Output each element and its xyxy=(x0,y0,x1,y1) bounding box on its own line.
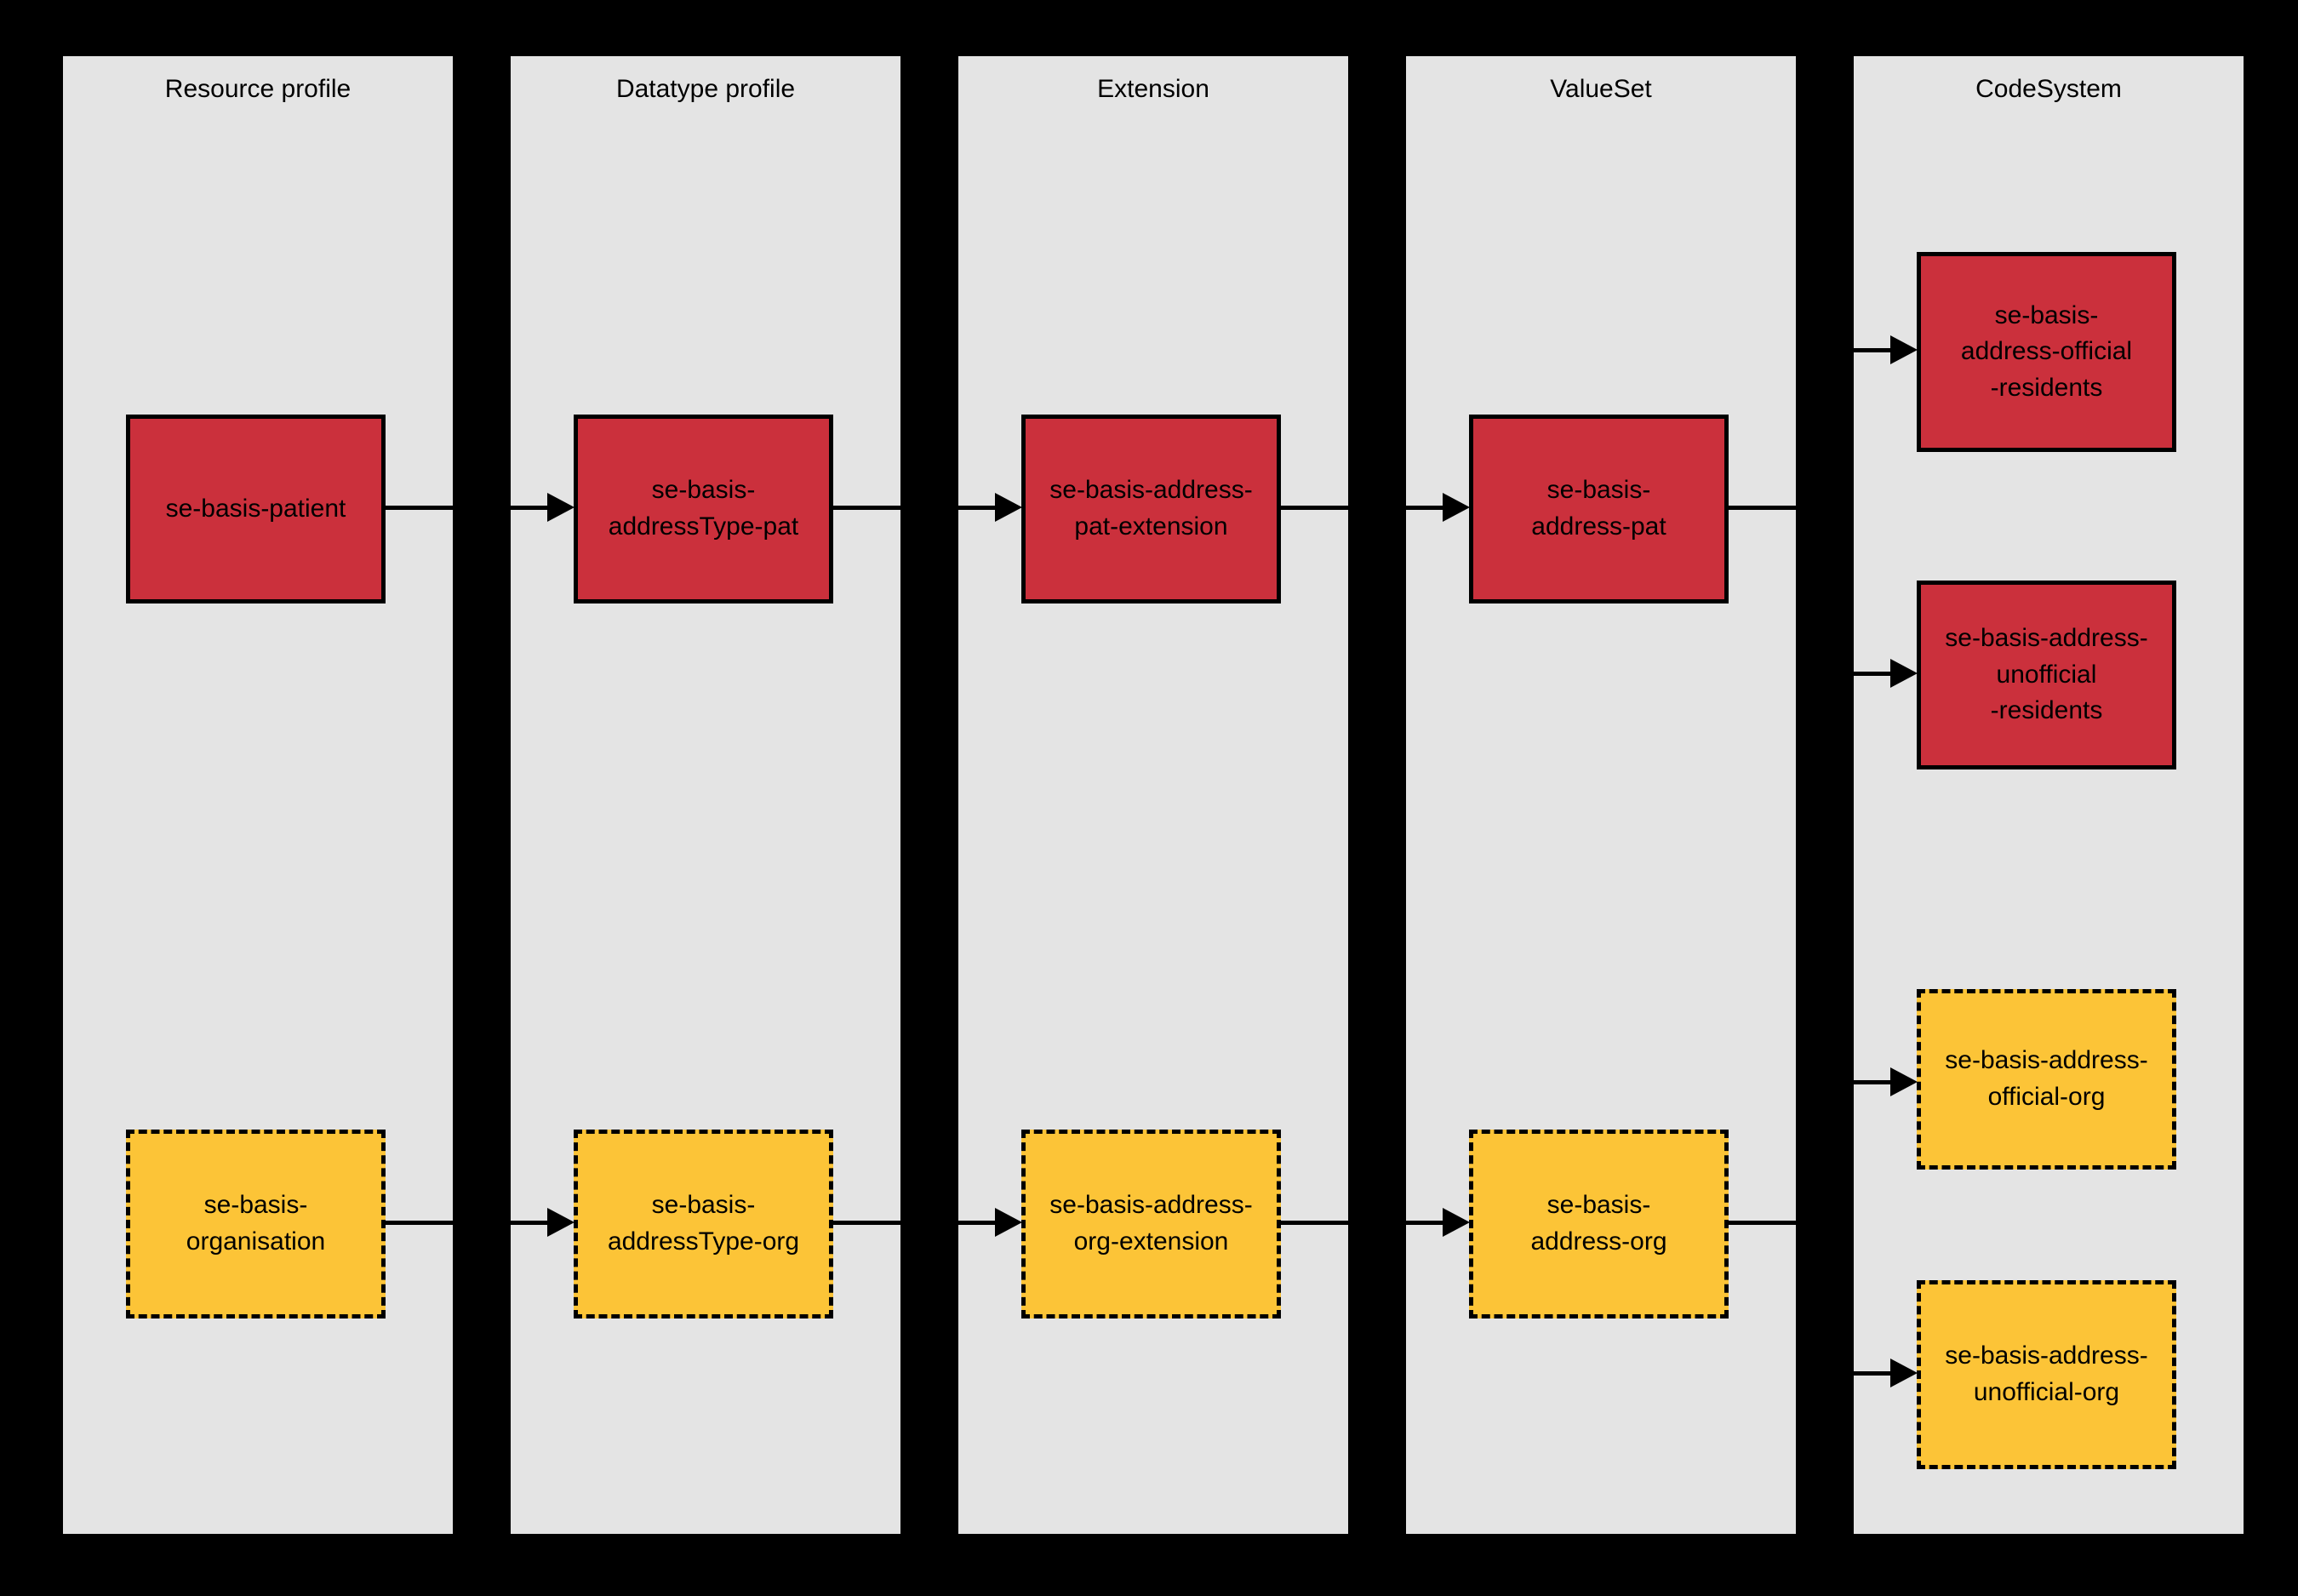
connector-codesystem-unofficial-residents xyxy=(1854,672,1890,676)
node-se-basis-address-org[interactable]: se-basis- address-org xyxy=(1469,1130,1729,1319)
arrowhead-codesystem-unofficial-org xyxy=(1890,1359,1918,1387)
arrowhead-extensionPat-to-valueset-b xyxy=(1443,493,1470,522)
connector-valuesetOrg-to-codesystem-a xyxy=(1729,1221,1796,1225)
node-se-basis-address-org-extension[interactable]: se-basis-address- org-extension xyxy=(1021,1130,1281,1319)
lane-title-codesystem: CodeSystem xyxy=(1975,75,2122,103)
node-se-basis-address-pat-extension[interactable]: se-basis-address- pat-extension xyxy=(1021,415,1281,604)
node-label-se-basis-address-org-extension: se-basis-address- org-extension xyxy=(1049,1191,1253,1256)
lane-title-datatype-profile: Datatype profile xyxy=(615,75,796,103)
connector-addressTypePat-to-extension-b xyxy=(958,506,995,510)
connector-codesystem-official-residents xyxy=(1854,348,1890,352)
lane-title-extension: Extension xyxy=(1097,75,1209,103)
node-label-se-basis-address-pat: se-basis- address-pat xyxy=(1531,476,1666,541)
connector-organisation-to-addressType-org-b xyxy=(511,1221,547,1225)
connector-organisation-to-addressType-org-a xyxy=(386,1221,453,1225)
node-label-se-basis-address-unofficial-org: se-basis-address- unofficial-org xyxy=(1945,1341,2148,1406)
connector-codesystem-official-org xyxy=(1854,1080,1890,1084)
connector-extensionOrg-to-valueset-a xyxy=(1281,1221,1348,1225)
node-se-basis-address-unofficial-org[interactable]: se-basis-address- unofficial-org xyxy=(1917,1280,2176,1469)
arrowhead-codesystem-official-org xyxy=(1890,1067,1918,1096)
connector-addressTypeOrg-to-extension-a xyxy=(833,1221,900,1225)
arrowhead-codesystem-unofficial-residents xyxy=(1890,659,1918,688)
connector-valuesetPat-to-codesystem-a xyxy=(1729,506,1796,510)
node-label-se-basis-patient: se-basis-patient xyxy=(165,494,346,523)
connector-extensionOrg-to-valueset-b xyxy=(1406,1221,1443,1225)
connector-extensionPat-to-valueset-b xyxy=(1406,506,1443,510)
arrowhead-codesystem-official-residents xyxy=(1890,335,1918,364)
arrowhead-patient-to-addressType-pat-b xyxy=(547,493,574,522)
node-label-se-basis-address-pat-extension: se-basis-address- pat-extension xyxy=(1049,476,1253,541)
node-label-se-basis-address-unofficial-residents: se-basis-address- unofficial -residents xyxy=(1945,624,2148,725)
arrowhead-addressTypePat-to-extension-b xyxy=(995,493,1022,522)
node-label-se-basis-addressType-pat: se-basis- addressType-pat xyxy=(608,476,799,541)
connector-addressTypeOrg-to-extension-b xyxy=(958,1221,995,1225)
connector-extensionPat-to-valueset-a xyxy=(1281,506,1348,510)
arrowhead-extensionOrg-to-valueset-b xyxy=(1443,1208,1470,1237)
node-se-basis-address-unofficial-residents[interactable]: se-basis-address- unofficial -residents xyxy=(1917,581,2176,769)
connector-patient-to-addressType-pat-a xyxy=(386,506,453,510)
lane-title-valueset: ValueSet xyxy=(1550,75,1652,103)
arrowhead-addressTypeOrg-to-extension-b xyxy=(995,1208,1022,1237)
node-se-basis-address-official-residents[interactable]: se-basis- address-official -residents xyxy=(1917,252,2176,452)
node-se-basis-address-pat[interactable]: se-basis- address-pat xyxy=(1469,415,1729,604)
node-label-se-basis-addressType-org: se-basis- addressType-org xyxy=(607,1191,800,1256)
connector-patient-to-addressType-pat-b xyxy=(511,506,547,510)
arrowhead-organisation-to-addressType-org-b xyxy=(547,1208,574,1237)
node-se-basis-addressType-pat[interactable]: se-basis- addressType-pat xyxy=(574,415,833,604)
connector-codesystem-unofficial-org xyxy=(1854,1371,1890,1376)
node-se-basis-organisation[interactable]: se-basis- organisation xyxy=(126,1130,386,1319)
node-se-basis-address-official-org[interactable]: se-basis-address- official-org xyxy=(1917,989,2176,1170)
lane-title-resource-profile: Resource profile xyxy=(164,75,352,103)
node-label-se-basis-organisation: se-basis- organisation xyxy=(186,1191,326,1256)
connector-addressTypePat-to-extension-a xyxy=(833,506,900,510)
node-label-se-basis-address-org: se-basis- address-org xyxy=(1530,1191,1667,1256)
node-se-basis-patient[interactable]: se-basis-patient xyxy=(126,415,386,604)
node-se-basis-addressType-org[interactable]: se-basis- addressType-org xyxy=(574,1130,833,1319)
node-label-se-basis-address-official-org: se-basis-address- official-org xyxy=(1945,1046,2148,1111)
node-label-se-basis-address-official-residents: se-basis- address-official -residents xyxy=(1960,300,2133,402)
